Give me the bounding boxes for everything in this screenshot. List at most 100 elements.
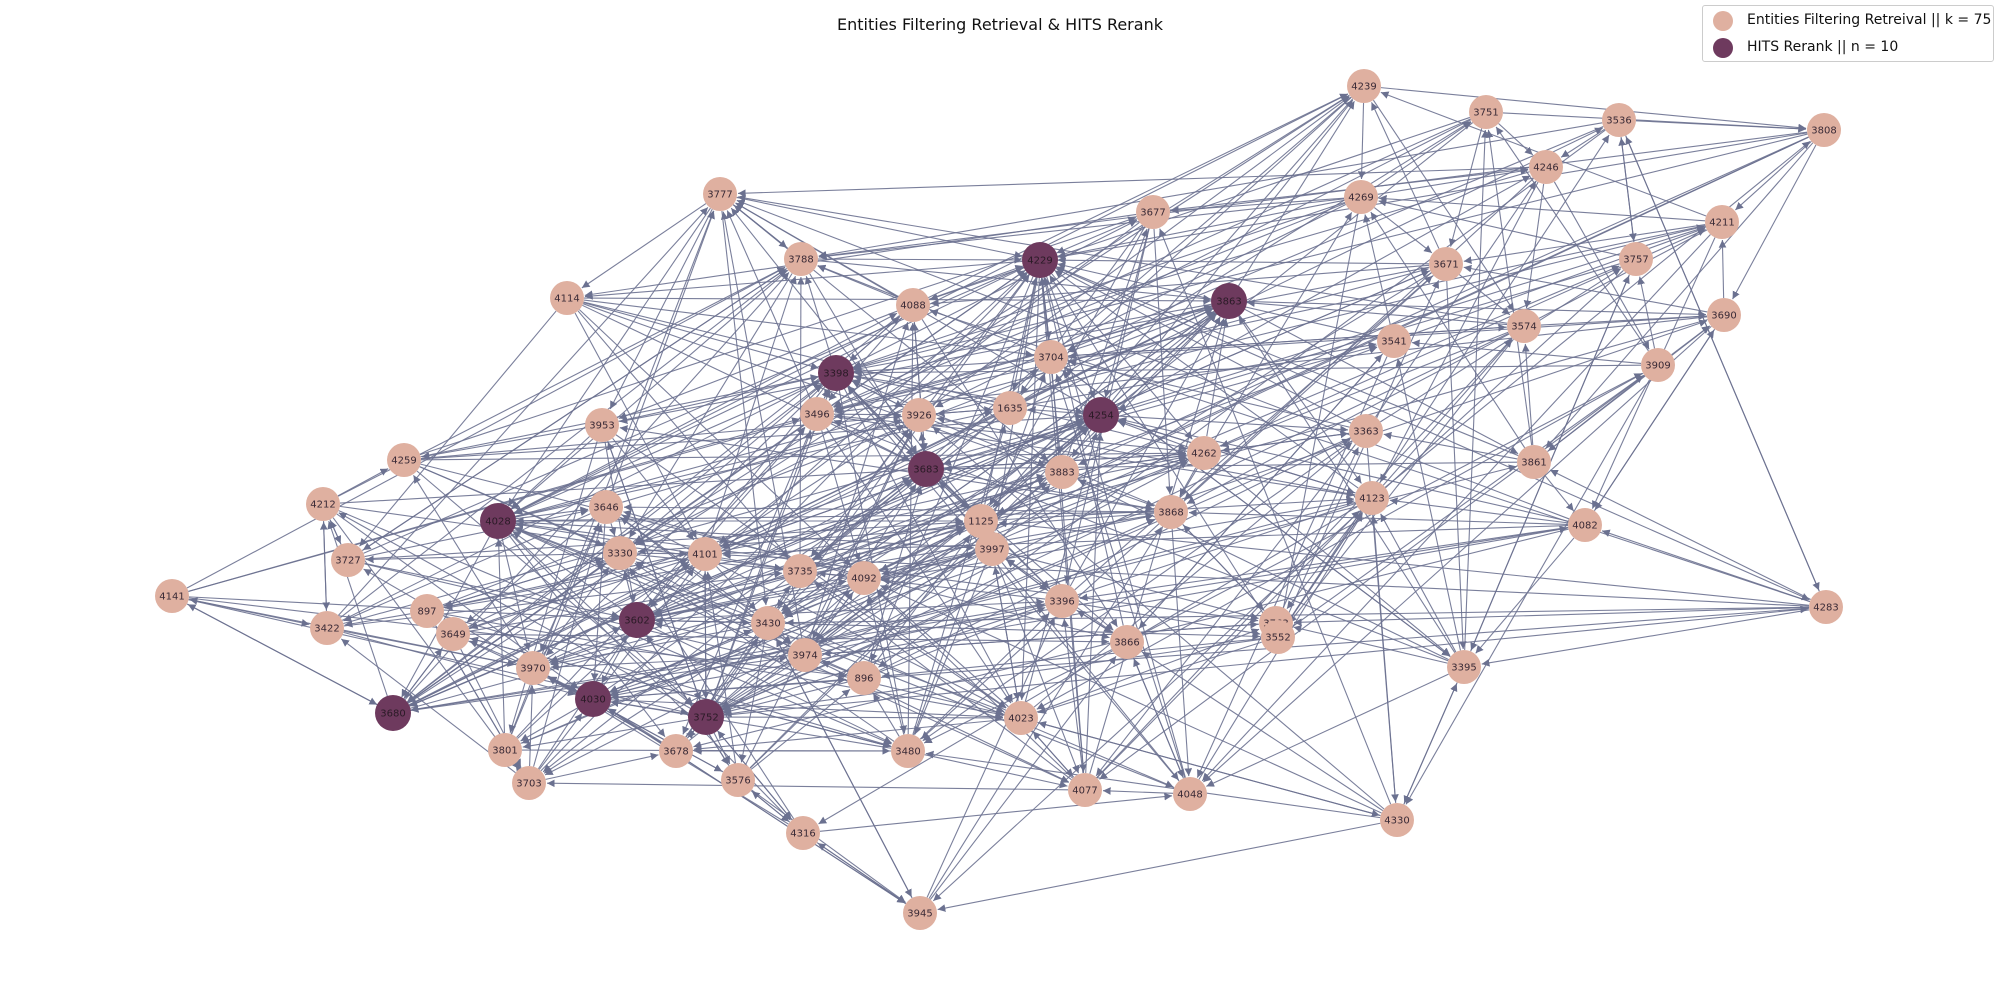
edge <box>1380 87 1807 132</box>
edge <box>1625 136 1820 592</box>
edge <box>932 96 1350 406</box>
node-3541: 3541 <box>1377 324 1411 358</box>
edge <box>1141 372 1643 635</box>
node-label: 3751 <box>1473 108 1498 119</box>
edge <box>1357 102 1366 180</box>
retrieved-node-circle <box>1349 414 1383 448</box>
edge <box>924 754 1068 789</box>
reranked-node-circle <box>1022 242 1058 278</box>
reranked-node-circle <box>1083 397 1119 433</box>
edge <box>1118 416 1569 522</box>
edge <box>545 752 659 780</box>
edge <box>928 526 1162 899</box>
edge <box>709 275 797 539</box>
edge <box>1718 239 1727 299</box>
node-label: 3866 <box>1114 638 1139 649</box>
edge <box>817 256 1023 264</box>
edge <box>929 655 1117 900</box>
edge <box>1220 331 1509 448</box>
retrieved-node-circle <box>1355 481 1389 515</box>
edge <box>610 501 1356 697</box>
edge <box>546 779 1069 791</box>
reranked-node-circle <box>818 355 854 391</box>
node-label: 4259 <box>391 456 416 467</box>
edge <box>1055 266 1810 601</box>
edge <box>926 617 1056 898</box>
node-4239: 4239 <box>1347 69 1381 103</box>
edge <box>590 523 606 682</box>
edge <box>1096 510 1360 779</box>
edge <box>654 621 789 653</box>
edge <box>1382 339 1513 486</box>
edge <box>847 386 1180 782</box>
retrieved-node-circle <box>1447 650 1481 684</box>
edge <box>1024 432 1099 702</box>
retrieved-node-circle <box>603 536 637 570</box>
edge <box>1206 673 1449 787</box>
node-label: 3777 <box>707 190 732 201</box>
node-3574: 3574 <box>1507 309 1541 343</box>
edge <box>543 423 1088 774</box>
edge <box>550 625 752 667</box>
edge <box>509 532 694 706</box>
node-label: 4048 <box>1177 790 1202 801</box>
edge <box>1055 267 1352 424</box>
node-label: 3678 <box>663 747 688 758</box>
edge <box>1732 144 1817 300</box>
edge <box>513 266 1025 514</box>
edge <box>338 512 692 710</box>
edge <box>1133 658 1184 779</box>
edge <box>601 634 630 684</box>
retrieved-node-circle <box>1261 620 1295 654</box>
retrieved-node-circle <box>800 397 834 431</box>
retrieved-node-circle <box>703 177 737 211</box>
edge <box>749 427 1089 769</box>
retrieved-node-circle <box>1045 455 1079 489</box>
edge <box>409 270 1431 707</box>
edge <box>818 481 1048 646</box>
node-label: 3909 <box>1645 361 1670 372</box>
edge <box>809 322 910 639</box>
edge <box>609 699 1004 721</box>
reranked-node-circle <box>908 451 944 487</box>
node-label: 4239 <box>1351 82 1376 93</box>
edge <box>1038 641 1262 714</box>
node-label: 4316 <box>790 829 815 840</box>
edge <box>319 521 328 612</box>
edge <box>930 264 1430 307</box>
retrieved-node-circle <box>659 734 693 768</box>
edge <box>632 384 823 543</box>
node-4088: 4088 <box>896 288 930 322</box>
edge <box>813 581 1072 781</box>
edge <box>1027 406 1085 415</box>
node-label: 3677 <box>1140 208 1165 219</box>
retrieved-node-circle <box>387 443 421 477</box>
node-label: 4092 <box>851 574 876 585</box>
edge <box>818 131 1808 260</box>
edge <box>1448 128 1483 247</box>
node-label: 3398 <box>823 369 848 380</box>
node-layer: 4239375135363808424642113777367742693788… <box>155 69 1843 930</box>
retrieved-node-circle <box>1517 445 1551 479</box>
retrieved-node-circle <box>1602 103 1636 137</box>
node-label: 3861 <box>1521 458 1546 469</box>
edge <box>876 590 1074 779</box>
node-4123: 4123 <box>1355 481 1389 515</box>
node-1635: 1635 <box>993 391 1027 425</box>
node-label: 4030 <box>580 695 605 706</box>
edge <box>736 199 1570 520</box>
reranked-node-circle <box>619 602 655 638</box>
edge <box>751 789 906 903</box>
edge <box>514 506 589 520</box>
node-label: 4123 <box>1359 494 1384 505</box>
node-4082: 4082 <box>1568 508 1602 542</box>
edge <box>1238 315 1456 653</box>
node-label: 4212 <box>310 500 335 511</box>
edge <box>578 309 852 567</box>
edge <box>866 595 905 735</box>
edge <box>784 622 1261 641</box>
retrieved-node-circle <box>847 661 881 695</box>
edge <box>1383 431 1518 460</box>
edge <box>1446 280 1467 650</box>
edge <box>716 729 792 820</box>
